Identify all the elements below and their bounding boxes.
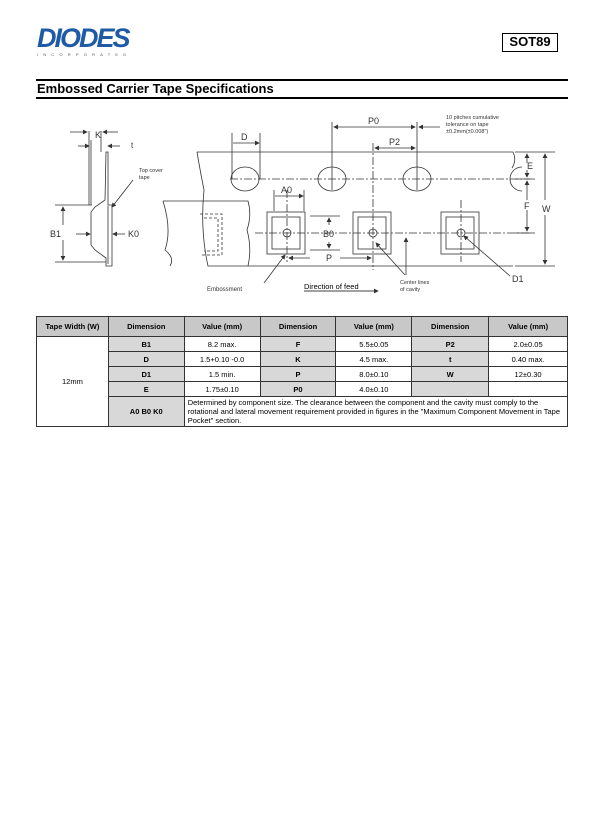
dimension-cell: A0 B0 K0 bbox=[107, 396, 185, 427]
value-cell bbox=[488, 381, 568, 397]
dimension-cell: K bbox=[259, 351, 337, 367]
package-badge: SOT89 bbox=[502, 33, 558, 52]
dimension-cell bbox=[411, 381, 490, 397]
value-cell: 1.5 min. bbox=[183, 366, 261, 382]
label-k0: K0 bbox=[128, 229, 139, 239]
section-title: Embossed Carrier Tape Specifications bbox=[37, 81, 274, 96]
label-a0: A0 bbox=[281, 185, 292, 195]
table-header-row: Tape Width (W) Dimension Value (mm) Dime… bbox=[36, 316, 568, 337]
diodes-logo: DIODES INCORPORATED bbox=[37, 23, 149, 58]
logo-text: DIODES bbox=[37, 23, 131, 53]
value-cell: 8.2 max. bbox=[183, 336, 261, 352]
header-cell: Value (mm) bbox=[488, 316, 568, 337]
label-tolerance: 10 pitches cumulative bbox=[446, 115, 499, 121]
dimension-cell: W bbox=[411, 366, 490, 382]
logo-subtext: INCORPORATED bbox=[37, 52, 132, 57]
label-tolerance-2: tolerance on tape bbox=[446, 122, 489, 128]
carrier-tape-diagram: K t B1 K0 Top cover tape bbox=[50, 115, 555, 294]
label-top-cover: Top cover bbox=[139, 168, 163, 174]
header-cell: Dimension bbox=[411, 316, 490, 337]
table-row: A0 B0 K0 Determined by component size. T… bbox=[37, 396, 569, 427]
label-center-lines-2: of cavity bbox=[400, 287, 420, 293]
header-cell: Tape Width (W) bbox=[36, 316, 109, 337]
dimension-cell: P bbox=[259, 366, 337, 382]
note-cell: Determined by component size. The cleara… bbox=[183, 396, 569, 427]
label-t: t bbox=[131, 141, 134, 150]
value-cell: 5.5±0.05 bbox=[335, 336, 413, 352]
dimension-cell: D1 bbox=[107, 366, 185, 382]
value-cell: 1.5+0.10 -0.0 bbox=[183, 351, 261, 367]
value-cell: 4.0±0.10 bbox=[335, 381, 413, 397]
value-cell: 8.0±0.10 bbox=[335, 366, 413, 382]
label-k: K bbox=[95, 130, 101, 140]
label-f: F bbox=[524, 201, 530, 211]
side-view bbox=[55, 129, 134, 267]
label-top-cover-2: tape bbox=[139, 175, 150, 181]
tape-spec-table: Tape Width (W) Dimension Value (mm) Dime… bbox=[36, 316, 569, 427]
label-b0: B0 bbox=[323, 229, 334, 239]
dimension-cell: P2 bbox=[411, 336, 490, 352]
label-p0: P0 bbox=[368, 116, 379, 126]
value-cell: 2.0±0.05 bbox=[488, 336, 568, 352]
dimension-cell: t bbox=[411, 351, 490, 367]
header-cell: Value (mm) bbox=[335, 316, 413, 337]
value-cell: 12±0.30 bbox=[488, 366, 568, 382]
dimension-cell: F bbox=[259, 336, 337, 352]
header-cell: Dimension bbox=[259, 316, 337, 337]
label-d1: D1 bbox=[512, 274, 524, 284]
label-embossment: Embossment bbox=[207, 287, 242, 293]
value-cell: 4.5 max. bbox=[335, 351, 413, 367]
value-cell: 1.75±0.10 bbox=[183, 381, 261, 397]
label-center-lines: Center lines bbox=[400, 280, 430, 286]
label-direction-of-feed: Direction of feed bbox=[304, 282, 359, 291]
label-p2: P2 bbox=[389, 137, 400, 147]
dimension-cell: P0 bbox=[259, 381, 337, 397]
label-d: D bbox=[241, 132, 248, 142]
label-p: P bbox=[326, 253, 332, 263]
tape-top-view bbox=[162, 122, 555, 294]
dimension-cell: E bbox=[107, 381, 185, 397]
dimension-cell: B1 bbox=[107, 336, 185, 352]
label-tolerance-3: ±0.2mm(±0.008") bbox=[446, 129, 488, 135]
divider bbox=[36, 97, 568, 99]
dimension-cell: D bbox=[107, 351, 185, 367]
value-cell: 0.40 max. bbox=[488, 351, 568, 367]
label-b1: B1 bbox=[50, 229, 61, 239]
header-cell: Dimension bbox=[107, 316, 185, 337]
label-w: W bbox=[542, 204, 551, 214]
label-e: E bbox=[527, 161, 533, 171]
header-cell: Value (mm) bbox=[183, 316, 261, 337]
divider bbox=[36, 79, 568, 81]
tape-width-cell: 12mm bbox=[36, 336, 109, 427]
